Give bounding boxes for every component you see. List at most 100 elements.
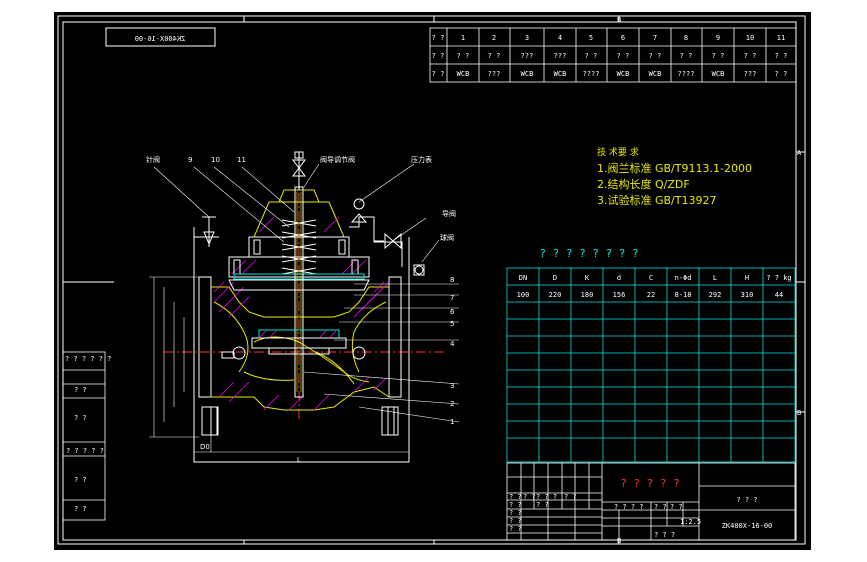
- dt-v0: 100: [517, 291, 530, 299]
- callout-8: 8: [450, 276, 454, 284]
- notes-line-1: 1.阀兰标准 GB/T9113.1-2000: [597, 161, 752, 175]
- callout-2: 2: [450, 400, 454, 408]
- pt-r3-2: ???: [488, 70, 501, 78]
- dt-v8: 44: [775, 291, 783, 299]
- title-block-mini-text: ? ? ? ? ? ? ? ? ? ? ? ? ? ? ? ? ? ? ? ? …: [509, 493, 701, 539]
- dt-v5: 8-18: [675, 291, 692, 299]
- title-block-company: ? ? ?: [736, 496, 757, 504]
- zone-label-right-lower: B: [797, 409, 801, 417]
- parts-table-text: ? ? 1 2 3 4 5 6 7 8 9 10 11 ? ? ? ? ? ? …: [432, 34, 788, 78]
- pt-r3-3: WCB: [521, 70, 534, 78]
- dt-h1: D: [553, 274, 557, 282]
- pt-r3-4: WCB: [554, 70, 567, 78]
- parts-table: [429, 27, 797, 83]
- tb-mini-10: ? ?: [654, 503, 667, 511]
- pt-h7: 7: [653, 34, 657, 42]
- pt-r3-11: ? ?: [775, 70, 788, 78]
- tech-notes: 技 术要 求 1.阀兰标准 GB/T9113.1-2000 2.结构长度 Q/Z…: [597, 146, 752, 207]
- callout-7a: 7: [450, 294, 454, 302]
- tb-mini-5: ? ?: [536, 501, 549, 509]
- pt-h1: 1: [461, 34, 465, 42]
- tb-mini-6: ? ?: [509, 509, 522, 517]
- pt-r2-10: ? ?: [744, 52, 757, 60]
- dt-v6: 292: [709, 291, 722, 299]
- tb-mini-4: ? ?: [509, 501, 522, 509]
- pt-r3-6: WCB: [617, 70, 630, 78]
- tb-mini-3: ? ?: [564, 493, 577, 501]
- dim-D0: D0: [200, 443, 210, 451]
- tb-mini-0: ? ?: [509, 493, 522, 501]
- dt-h5: n-Φd: [675, 274, 692, 282]
- dt-v7: 310: [741, 291, 754, 299]
- pt-r2-2: ? ?: [488, 52, 501, 60]
- pt-r2-4: ???: [554, 52, 567, 60]
- callout-needle-valve: 针阀: [146, 155, 160, 164]
- pt-h9: 9: [716, 34, 720, 42]
- dt-v1: 220: [549, 291, 562, 299]
- dims-table-title: ? ? ? ? ? ? ? ?: [539, 247, 638, 260]
- pt-h0: ? ?: [432, 34, 445, 42]
- cad-viewport: B B A B ZK400X-16-00 ? ? 1 2 3 4 5 6 7 8…: [54, 12, 811, 550]
- pt-r2-6: ? ?: [617, 52, 630, 60]
- dim-L: L: [297, 456, 301, 464]
- tb-mini-11: ? ?: [670, 503, 683, 511]
- zone-label-bottom: B: [617, 537, 621, 545]
- pt-r2-3: ???: [521, 52, 534, 60]
- callout-4: 4: [450, 340, 455, 348]
- pt-r3-9: WCB: [712, 70, 725, 78]
- pt-r2-7: ? ?: [649, 52, 662, 60]
- tb-mini-13: ? ? ?: [654, 531, 675, 539]
- side-label-4: ? ?: [74, 476, 87, 484]
- dt-h6: L: [713, 274, 717, 282]
- dt-h8: ? ? kg: [766, 274, 791, 282]
- tb-mini-9: ? ? ? ?: [614, 503, 644, 511]
- callout-10: 10: [211, 156, 220, 164]
- dt-v2: 180: [581, 291, 594, 299]
- title-block: [506, 462, 796, 541]
- callout-5: 5: [450, 320, 454, 328]
- pt-h11: 11: [777, 34, 785, 42]
- pt-r3-10: ???: [744, 70, 757, 78]
- pt-r2-1: ? ?: [457, 52, 470, 60]
- zone-label-top: B: [617, 16, 621, 24]
- pt-r3-5: ????: [583, 70, 600, 78]
- pt-r3-1: WCB: [457, 70, 470, 78]
- callout-1: 1: [450, 418, 454, 426]
- dt-v4: 22: [647, 291, 655, 299]
- pt-r2-5: ? ?: [585, 52, 598, 60]
- dt-h4: C: [649, 274, 653, 282]
- pt-r2-9: ? ?: [712, 52, 725, 60]
- pt-r2-11: ? ?: [775, 52, 788, 60]
- callout-pilot: 阀导调节阀: [320, 155, 355, 164]
- dt-h3: d: [617, 274, 621, 282]
- callout-guide: 导阀: [442, 209, 456, 218]
- pt-r2-8: ? ?: [680, 52, 693, 60]
- tb-mini-1: ? ?: [523, 493, 536, 501]
- tb-mini-12: 1:2.5: [680, 518, 701, 526]
- pt-h3: 3: [525, 34, 529, 42]
- pt-h4: 4: [558, 34, 562, 42]
- valve-drawing: [149, 151, 460, 463]
- side-label-1: ? ?: [74, 386, 87, 394]
- side-label-0: ? ? ? ? ? ?: [65, 355, 111, 363]
- pt-h6: 6: [621, 34, 625, 42]
- pt-r3-0: ? ?: [432, 70, 445, 78]
- notes-title: 技 术要 求: [597, 146, 639, 158]
- side-label-5: ? ?: [74, 505, 87, 513]
- callout-labels: 针阀 9 10 11 阀导调节阀 压力表 导阀 球阀 8 7 6 5 4 3 2…: [146, 155, 456, 464]
- callout-6: 6: [450, 308, 455, 316]
- callout-3: 3: [450, 382, 454, 390]
- side-stamp-column: [62, 351, 106, 521]
- callout-9: 9: [188, 156, 192, 164]
- callout-11: 11: [237, 156, 246, 164]
- dt-h0: DN: [519, 274, 527, 282]
- drawing-svg: B B A B ZK400X-16-00 ? ? 1 2 3 4 5 6 7 8…: [57, 15, 806, 545]
- callout-gauge: 压力表: [411, 155, 432, 164]
- pt-h10: 10: [746, 34, 754, 42]
- dims-table-text: DN D K d C n-Φd L H ? ? kg 100 220 180 1…: [517, 274, 792, 299]
- title-block-code: ZK400X-16-00: [722, 522, 773, 530]
- pt-h2: 2: [492, 34, 496, 42]
- tb-mini-7: ? ?: [509, 517, 522, 525]
- drawing-frame: [57, 15, 806, 545]
- pt-h8: 8: [684, 34, 688, 42]
